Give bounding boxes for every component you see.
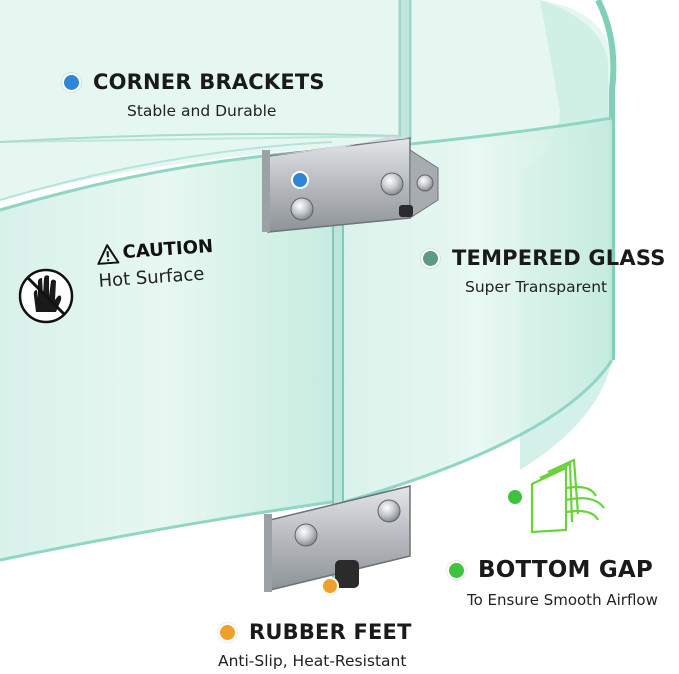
upper-corner-bracket xyxy=(262,136,439,233)
rubber-feet-marker xyxy=(321,577,339,595)
callout-corner-brackets: CORNER BRACKETS Stable and Durable xyxy=(62,70,325,120)
caution-title: CAUTION xyxy=(96,236,214,265)
callout-rubber-feet: RUBBER FEET Anti-Slip, Heat-Resistant xyxy=(218,620,412,670)
bottom-gap-marker xyxy=(506,488,524,506)
bottom-gap-subtitle: To Ensure Smooth Airflow xyxy=(467,591,658,609)
caution-label: CAUTION Hot Surface xyxy=(96,236,216,292)
warning-triangle-icon xyxy=(96,242,120,265)
tempered-glass-dot xyxy=(421,248,440,268)
rubber-feet-subtitle: Anti-Slip, Heat-Resistant xyxy=(218,652,407,670)
corner-brackets-title: CORNER BRACKETS xyxy=(93,70,325,94)
rubber-feet-title: RUBBER FEET xyxy=(249,620,412,644)
bottom-gap-dot xyxy=(447,560,466,580)
back-glass-panel xyxy=(0,0,610,200)
back-glass-top-edge xyxy=(0,135,401,143)
airflow-icon xyxy=(530,458,605,534)
callout-tempered-glass: TEMPERED GLASS Super Transparent xyxy=(421,246,666,296)
tempered-glass-title: TEMPERED GLASS xyxy=(452,246,666,270)
back-seam xyxy=(398,0,412,140)
tempered-glass-subtitle: Super Transparent xyxy=(465,278,608,296)
rubber-feet-dot xyxy=(218,622,237,642)
corner-brackets-subtitle: Stable and Durable xyxy=(127,102,277,120)
lower-corner-bracket xyxy=(264,485,411,592)
no-touch-hand-icon xyxy=(18,268,74,324)
rubber-foot xyxy=(335,560,359,588)
bottom-gap-title: BOTTOM GAP xyxy=(478,557,653,583)
corner-brackets-dot xyxy=(62,72,81,92)
callout-bottom-gap: BOTTOM GAP To Ensure Smooth Airflow xyxy=(447,557,658,609)
front-left-glass-panel xyxy=(0,150,332,560)
corner-bracket-marker xyxy=(291,171,309,189)
center-glass-seam xyxy=(332,150,344,580)
